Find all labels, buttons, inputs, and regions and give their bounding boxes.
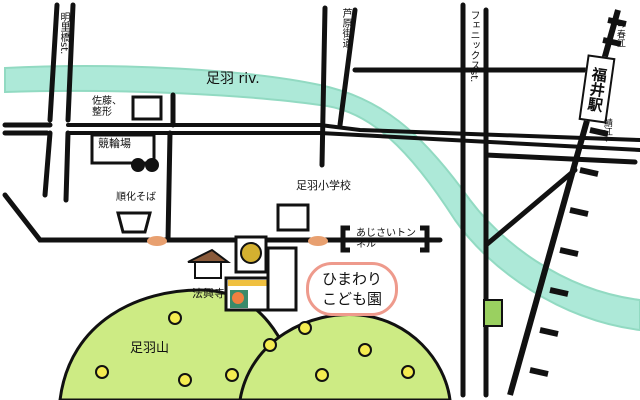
- soba-label: 順化そば: [116, 192, 156, 203]
- tunnel-bracket: [340, 225, 350, 253]
- tunnel-label: あじさいトンネル: [356, 228, 416, 250]
- bicycle-icon: [131, 158, 145, 172]
- soba-bowl-icon: [116, 211, 152, 234]
- train-icon: [483, 299, 503, 327]
- clinic-icon: [131, 95, 163, 121]
- river-label: 足羽 riv.: [206, 71, 260, 87]
- clinic-label: 佐藤、整形: [92, 96, 122, 118]
- temple-label: 法興寺: [192, 287, 225, 300]
- temple-icon: [187, 248, 231, 263]
- direction-sabae: 鯖江↓: [601, 118, 612, 144]
- trees: [95, 311, 415, 387]
- destination-name-line1: ひまわり: [321, 270, 382, 288]
- street-label-ashiwara: 芦原街道: [340, 8, 351, 48]
- street-label-myorihashi: 明里橋st.: [58, 12, 69, 55]
- destination-name-line2: こども園: [321, 290, 382, 308]
- keirinjo-label: 競輪場: [98, 137, 131, 150]
- mountain-label: 足羽山: [130, 341, 170, 356]
- school-icon: [276, 203, 310, 232]
- school-label: 足羽小学校: [296, 179, 351, 192]
- rail-ties: [529, 17, 627, 377]
- traffic-signal: [308, 236, 328, 246]
- destination-callout: ひまわり こども園: [306, 262, 398, 316]
- river: [4, 64, 640, 332]
- direction-harue: ↑春江: [614, 22, 625, 48]
- traffic-signal: [147, 236, 167, 246]
- keirinjo-area: [90, 133, 156, 165]
- street-label-phoenix: フェニックスst.: [468, 10, 479, 83]
